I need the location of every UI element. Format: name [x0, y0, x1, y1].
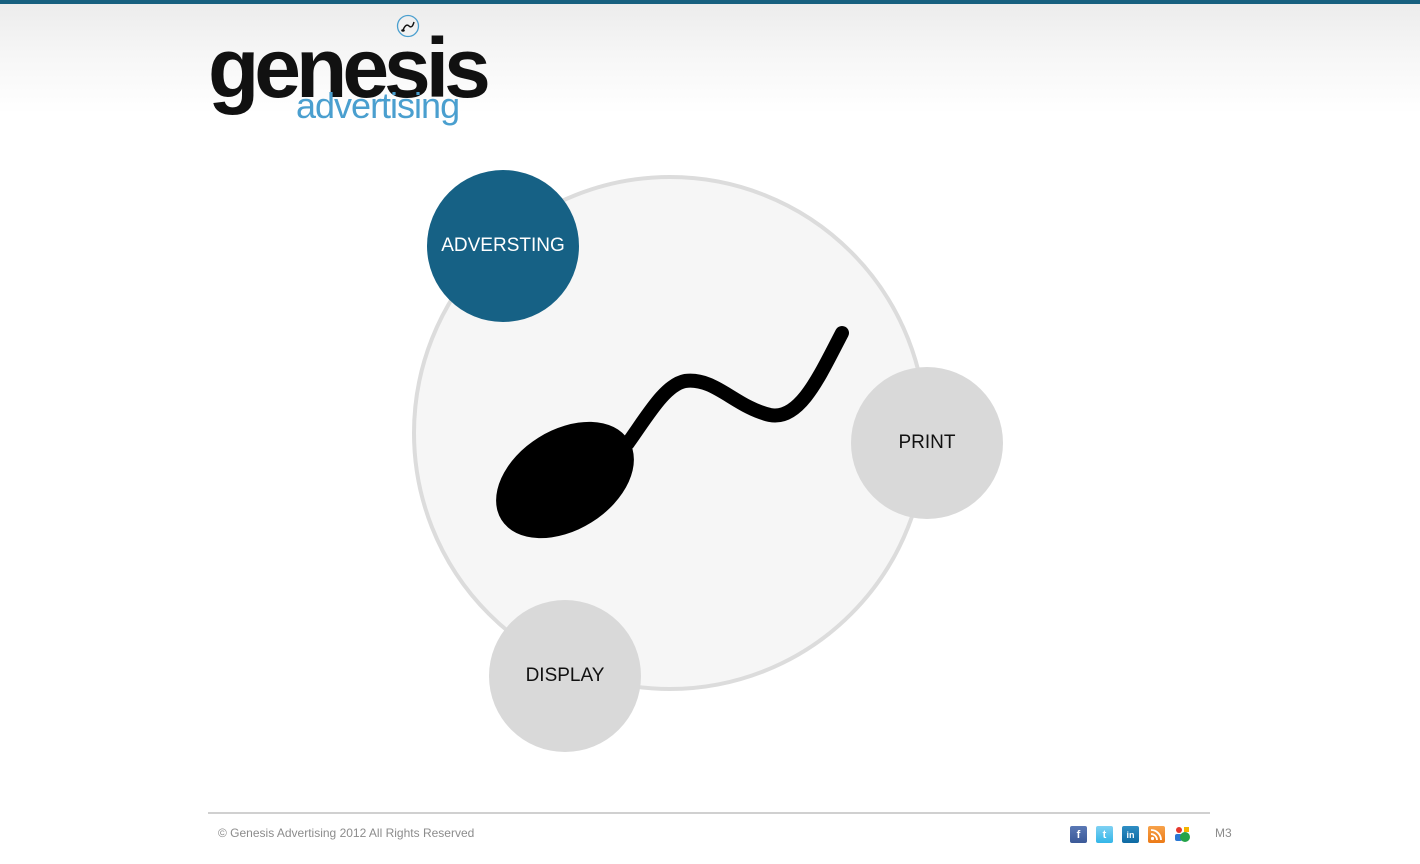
node-display[interactable]: DISPLAY — [489, 600, 641, 752]
rss-glyph — [1150, 829, 1162, 841]
site-code: M3 — [1215, 826, 1232, 840]
node-label: DISPLAY — [525, 665, 605, 686]
header-background — [0, 4, 1420, 114]
facebook-icon[interactable]: f — [1070, 826, 1087, 843]
linkedin-icon[interactable]: in — [1122, 826, 1139, 843]
logo-subtitle: advertising — [296, 85, 460, 126]
linkedin-glyph: in — [1126, 829, 1135, 840]
logo[interactable]: genesis advertising — [208, 12, 491, 132]
google-icon[interactable] — [1174, 826, 1191, 843]
logo-sperm-icon — [396, 14, 420, 38]
top-bar — [0, 0, 1420, 4]
twitter-icon[interactable]: t — [1096, 826, 1113, 843]
node-label: ADVERSTING — [441, 235, 565, 256]
facebook-glyph: f — [1076, 828, 1081, 841]
copyright-text: © Genesis Advertising 2012 All Rights Re… — [218, 826, 475, 840]
rss-icon[interactable] — [1148, 826, 1165, 843]
node-adversting[interactable]: ADVERSTING — [427, 170, 579, 322]
footer-divider — [208, 812, 1210, 814]
node-label: PRINT — [898, 432, 956, 453]
logo-wordmark: genesis — [208, 21, 491, 115]
sperm-icon — [496, 326, 849, 539]
node-print[interactable]: PRINT — [851, 367, 1003, 519]
twitter-glyph: t — [1102, 828, 1107, 841]
google-glyph — [1175, 827, 1190, 842]
